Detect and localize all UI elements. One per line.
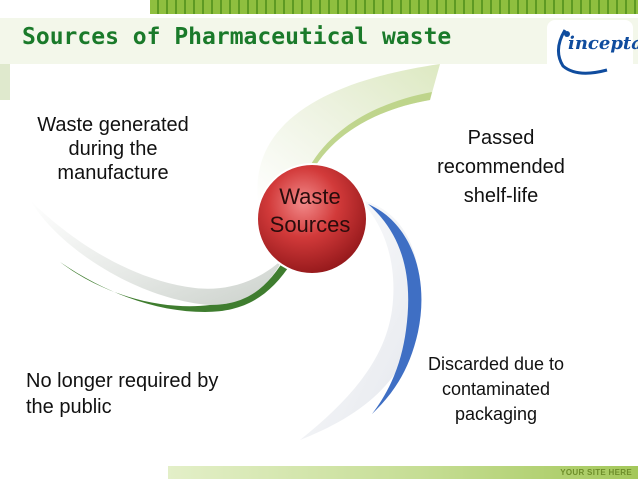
blade-left	[30, 200, 300, 305]
center-label-line-1: Waste	[279, 184, 341, 209]
center-circle	[256, 163, 368, 275]
logo-text: incepta	[568, 33, 638, 54]
slide-title: Sources of Pharmaceutical waste	[22, 24, 452, 50]
title-band	[0, 18, 638, 64]
top-stripe-decoration	[150, 0, 638, 14]
source-packaging: Discarded due to contaminated packaging	[427, 354, 565, 424]
footer-site: YOUR SITE HERE	[560, 468, 632, 477]
logo-swoosh-icon	[557, 29, 608, 75]
source-public: No longer required by the public	[26, 370, 219, 418]
source-manufacture: Waste generated during the manufacture	[37, 114, 189, 184]
logo	[547, 20, 633, 78]
center-label-line-2: Sources	[269, 212, 351, 237]
blade-bottom-right	[300, 200, 420, 440]
left-shade	[0, 64, 10, 100]
center-label: Waste Sources	[250, 183, 370, 239]
footer-bar	[168, 466, 638, 479]
source-shelf-life: Passed recommended shelf-life	[437, 127, 565, 207]
